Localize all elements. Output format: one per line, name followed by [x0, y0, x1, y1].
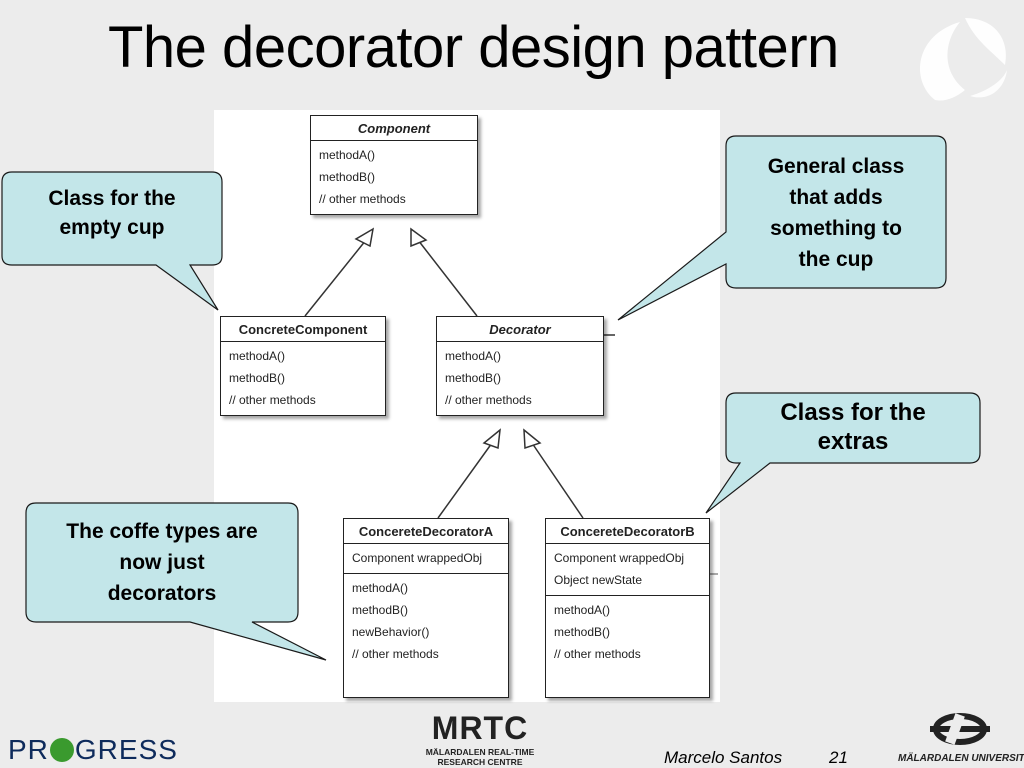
method: // other methods: [319, 192, 406, 206]
arrowhead-icon: [354, 227, 375, 248]
method: // other methods: [445, 393, 532, 407]
arrowhead-icon: [482, 428, 501, 450]
class-decorator: Decorator methodA() methodB() // other m…: [436, 316, 604, 416]
class-name: Decorator: [437, 317, 603, 342]
inheritance-line-concrete-component: [304, 239, 367, 317]
method: // other methods: [554, 647, 641, 661]
class-attributes: Component wrappedObj: [344, 544, 508, 574]
callout-extras-shape: [705, 392, 981, 514]
mdh-emblem-icon: [930, 713, 990, 745]
arrowhead-icon: [410, 227, 428, 248]
class-methods: methodA() methodB() // other methods: [311, 141, 477, 214]
university-logo: MÄLARDALEN UNIVERSITY: [898, 712, 1024, 764]
callout-general-class-shape: [617, 135, 947, 321]
swoosh-globe-icon: [920, 18, 1007, 101]
method: methodB(): [445, 371, 502, 385]
slide-title: The decorator design pattern: [108, 15, 839, 80]
class-attributes: Component wrappedObj Object newState: [546, 544, 709, 596]
class-name: ConcreteComponent: [221, 317, 385, 342]
method: methodB(): [319, 170, 376, 184]
class-methods: methodA() methodB() // other methods: [437, 342, 603, 415]
inheritance-line-decorator-a: [437, 442, 493, 519]
footer-author: Marcelo Santos: [664, 748, 783, 767]
class-component: Component methodA() methodB() // other m…: [310, 115, 478, 215]
callout-general-class: General class that adds something to the…: [767, 155, 905, 271]
method: // other methods: [352, 647, 439, 661]
arrowhead-icon: [523, 428, 542, 450]
class-methods: methodA() methodB() // other methods: [546, 596, 709, 669]
method: // other methods: [229, 393, 316, 407]
progress-leaf-icon: [49, 738, 74, 762]
class-methods: methodA() methodB() newBehavior() // oth…: [344, 574, 508, 669]
class-concrete-component: ConcreteComponent methodA() methodB() //…: [220, 316, 386, 416]
page-number: 21: [829, 748, 848, 767]
method: methodA(): [445, 349, 502, 363]
inheritance-line-decorator-b: [531, 442, 584, 519]
callout-empty-cup: Class for the empty cup: [48, 187, 176, 239]
attribute: Component wrappedObj: [352, 551, 483, 565]
method: methodB(): [554, 625, 611, 639]
class-methods: methodA() methodB() // other methods: [221, 342, 385, 415]
class-decorator-a: ConcereteDecoratorA Component wrappedObj…: [343, 518, 509, 698]
method: methodA(): [352, 581, 409, 595]
method: methodA(): [554, 603, 611, 617]
method: newBehavior(): [352, 625, 430, 639]
class-name: Component: [311, 116, 477, 141]
callout-coffee-types: The coffe types are now just decorators: [66, 520, 258, 605]
method: methodA(): [319, 148, 376, 162]
callout-coffee-types-shape: [25, 502, 327, 661]
mrtc-logo: MRTC MÄLARDALEN REAL-TIME RESEARCH CENTR…: [425, 710, 535, 767]
class-name: ConcereteDecoratorB: [546, 519, 709, 544]
attribute: Object newState: [554, 573, 643, 587]
method: methodB(): [352, 603, 409, 617]
inheritance-line-decorator: [417, 239, 478, 317]
callout-extras: Class for the extras: [780, 399, 926, 455]
callout-empty-cup-shape: [1, 171, 223, 311]
method: methodA(): [229, 349, 286, 363]
attribute: Component wrappedObj: [554, 551, 685, 565]
class-decorator-b: ConcereteDecoratorB Component wrappedObj…: [545, 518, 710, 698]
class-name: ConcereteDecoratorA: [344, 519, 508, 544]
method: methodB(): [229, 371, 286, 385]
